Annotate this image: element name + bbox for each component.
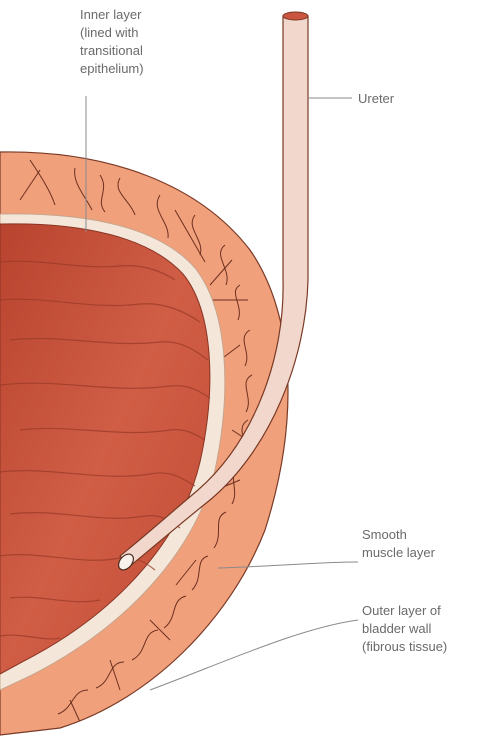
label-ureter-line-1: Ureter [358, 90, 394, 108]
label-inner-layer-line-2: (lined with [80, 24, 144, 42]
label-smooth-muscle-line-2: muscle layer [362, 544, 435, 562]
label-outer-layer-line-2: bladder wall [362, 620, 447, 638]
label-outer-layer-line-1: Outer layer of [362, 602, 447, 620]
label-smooth-muscle-line-1: Smooth [362, 526, 435, 544]
label-inner-layer-line-4: epithelium) [80, 60, 144, 78]
label-smooth-muscle: Smooth muscle layer [362, 526, 435, 562]
label-outer-layer-line-3: (fibrous tissue) [362, 638, 447, 656]
label-inner-layer-line-3: transitional [80, 42, 144, 60]
label-inner-layer-line-1: Inner layer [80, 6, 144, 24]
label-ureter: Ureter [358, 90, 394, 108]
ureter-opening-top [283, 12, 308, 20]
label-inner-layer: Inner layer (lined with transitional epi… [80, 6, 144, 78]
label-outer-layer: Outer layer of bladder wall (fibrous tis… [362, 602, 447, 656]
